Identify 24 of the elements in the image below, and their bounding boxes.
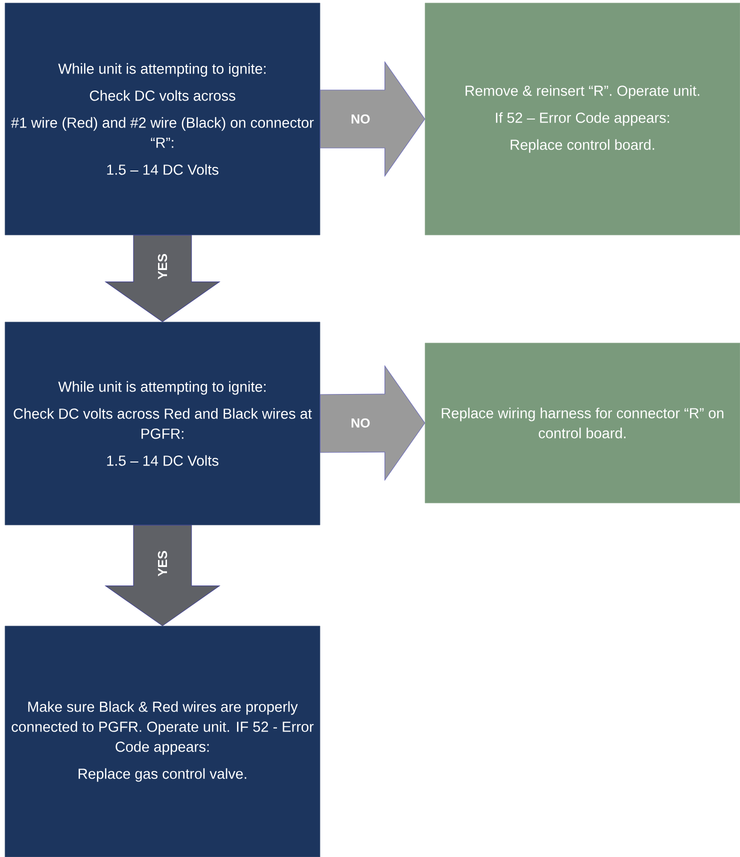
action-box [424, 2, 740, 236]
edge-label: YES [156, 252, 168, 281]
box-text: 1.5 – 14 DC Volts [107, 164, 218, 175]
process-box [4, 626, 320, 857]
block-arrow [104, 234, 220, 322]
process-box [4, 2, 320, 236]
box-text: Replace wiring harness for connector “R” on control board. [442, 408, 724, 438]
box-text: Check DC volts across Red and Black wires at PGFR: [14, 408, 312, 439]
box-text: #1 wire (Red) and #2 wire (Black) on connector “R”: [11, 117, 314, 148]
box-text: Replace control board. [510, 139, 654, 153]
box-text: 1.5 – 14 DC Volts [107, 455, 218, 466]
block-arrow [104, 524, 220, 626]
box-text: Make sure Black & Red wires are properly connected to PGFR. Operate unit. IF 52 - Error Code appears: [12, 701, 314, 755]
edge-label: YES [156, 550, 168, 578]
action-box [424, 342, 740, 504]
block-arrow [320, 61, 426, 177]
process-box [4, 322, 320, 526]
box-text: Check DC volts across [90, 90, 236, 101]
box-text: Remove & reinsert “R”. Operate unit. [466, 85, 700, 99]
block-arrow [320, 365, 426, 481]
box-text: While unit is attempting to ignite: [58, 381, 266, 395]
box-text: While unit is attempting to ignite: [58, 63, 266, 77]
box-text: If 52 – Error Code appears: [496, 112, 670, 126]
box-text: Replace gas control valve. [78, 768, 246, 782]
